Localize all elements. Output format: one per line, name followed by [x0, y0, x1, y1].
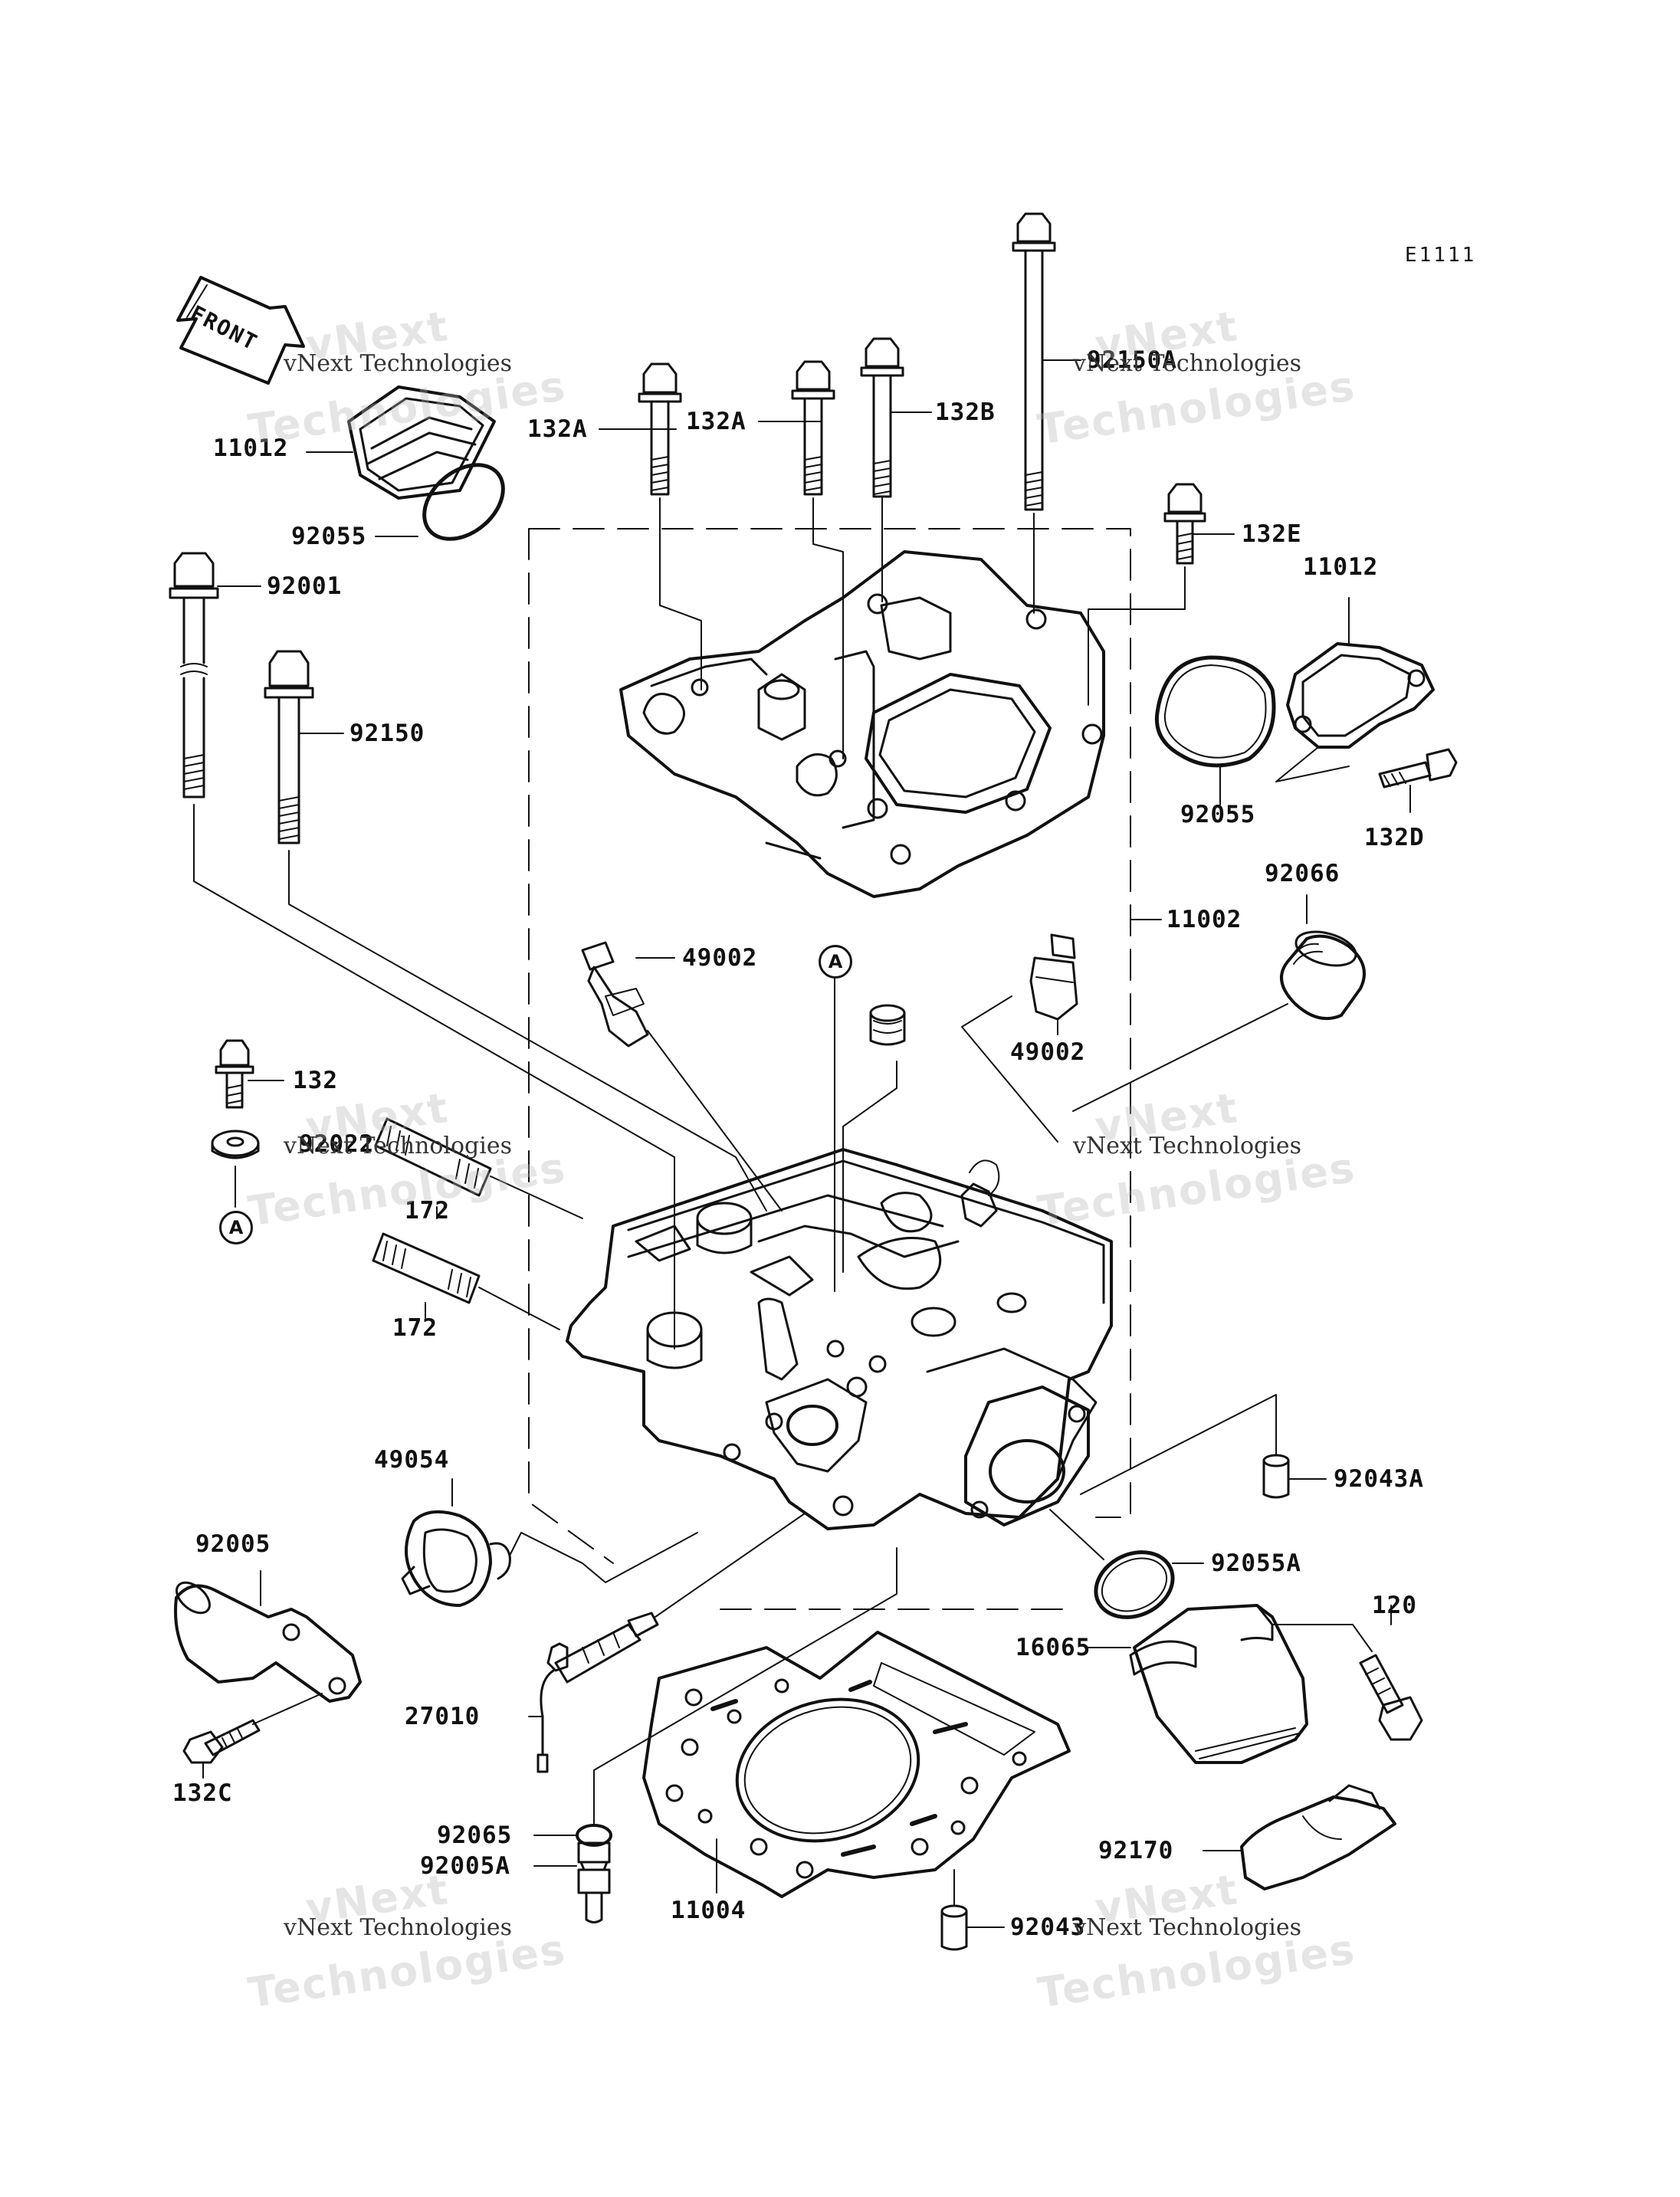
label-92022: 92022 [299, 1130, 375, 1158]
stud-92022 [374, 1117, 492, 1197]
watermark-text: vNext Technologies [284, 1914, 513, 1941]
dowel-92043 [940, 1904, 968, 1951]
stud-172 [372, 1232, 481, 1304]
label-49054: 49054 [374, 1446, 450, 1474]
watermark-text: vNext Technologies [1073, 1914, 1302, 1941]
o-ring-92055-right [1154, 655, 1276, 768]
bolt-120 [1359, 1654, 1423, 1741]
washer-icon [211, 1130, 260, 1159]
watermark-text: vNext Technologies [1073, 350, 1302, 377]
sensor-49002-left [581, 941, 649, 1048]
label-11004: 11004 [671, 1897, 746, 1924]
bolt-132A-1 [638, 362, 682, 496]
label-92055-left: 92055 [291, 523, 367, 550]
head-gasket-11004 [642, 1631, 1071, 1898]
bolt-132D [1378, 748, 1458, 789]
label-92043A: 92043A [1334, 1465, 1424, 1493]
bolt-92001 [169, 552, 219, 798]
label-132: 132 [293, 1067, 338, 1094]
label-27010: 27010 [405, 1703, 481, 1730]
label-132C: 132C [172, 1779, 233, 1807]
label-92005: 92005 [195, 1530, 271, 1558]
label-92150: 92150 [349, 720, 425, 747]
label-92005A: 92005A [420, 1852, 510, 1880]
watermark-text: vNext Technologies [1073, 1133, 1302, 1159]
front-arrow-icon [176, 276, 305, 385]
label-92055-right: 92055 [1180, 801, 1256, 828]
bolt-132 [215, 1039, 254, 1109]
label-49002-left: 49002 [682, 944, 758, 972]
cover-11012-left [347, 385, 496, 500]
bolt-132E [1163, 483, 1206, 565]
label-172-1: 172 [405, 1197, 450, 1225]
label-11012-right: 11012 [1303, 553, 1379, 581]
cylinder-head-cover [619, 550, 1105, 898]
o-ring-92055A [1094, 1550, 1175, 1619]
fitting-92005A [577, 1841, 611, 1923]
label-92170: 92170 [1098, 1837, 1174, 1864]
label-172-2: 172 [392, 1314, 438, 1342]
cover-11012-right [1286, 642, 1435, 749]
cylinder-head [566, 1148, 1113, 1530]
ref-marker-a-left: A [219, 1211, 253, 1244]
bolt-132A-2 [791, 360, 835, 496]
bolt-92150A [1012, 212, 1056, 511]
label-132A-1: 132A [527, 415, 588, 443]
diagram-code: E1111 [1405, 244, 1477, 267]
label-120: 120 [1372, 1592, 1417, 1619]
clamp-92170 [1240, 1784, 1396, 1890]
label-11012-left: 11012 [213, 434, 289, 462]
bolt-132C [182, 1719, 261, 1764]
watermark-text: vNext Technologies [284, 350, 513, 377]
label-92150A: 92150A [1087, 346, 1177, 374]
label-92065: 92065 [437, 1822, 513, 1849]
ref-marker-a-top: A [819, 945, 852, 979]
watermark-text: vNext Technologies [284, 1133, 513, 1159]
bolt-92150 [264, 650, 314, 844]
cap-92066 [1280, 930, 1366, 1021]
label-11002: 11002 [1166, 906, 1242, 933]
label-92043: 92043 [1010, 1913, 1086, 1941]
label-16065: 16065 [1016, 1634, 1091, 1661]
water-pipe-92005 [174, 1581, 362, 1703]
bolt-132B [860, 337, 904, 498]
label-92066: 92066 [1265, 860, 1340, 887]
label-49002-right: 49002 [1010, 1038, 1086, 1066]
label-92055A: 92055A [1211, 1549, 1301, 1577]
label-92001: 92001 [267, 572, 343, 600]
intake-pipe-16065 [1129, 1604, 1308, 1764]
thermostat-49054 [401, 1510, 511, 1607]
label-132D: 132D [1364, 824, 1425, 851]
sensor-49002-right [1029, 933, 1078, 1021]
o-ring-92055-left [422, 463, 505, 541]
label-132E: 132E [1242, 520, 1302, 548]
label-132A-2: 132A [686, 408, 746, 435]
dowel-92043A [1262, 1454, 1290, 1499]
label-132B: 132B [935, 398, 996, 426]
plug-icon [869, 1004, 906, 1046]
spark-plug-27010 [536, 1612, 659, 1773]
